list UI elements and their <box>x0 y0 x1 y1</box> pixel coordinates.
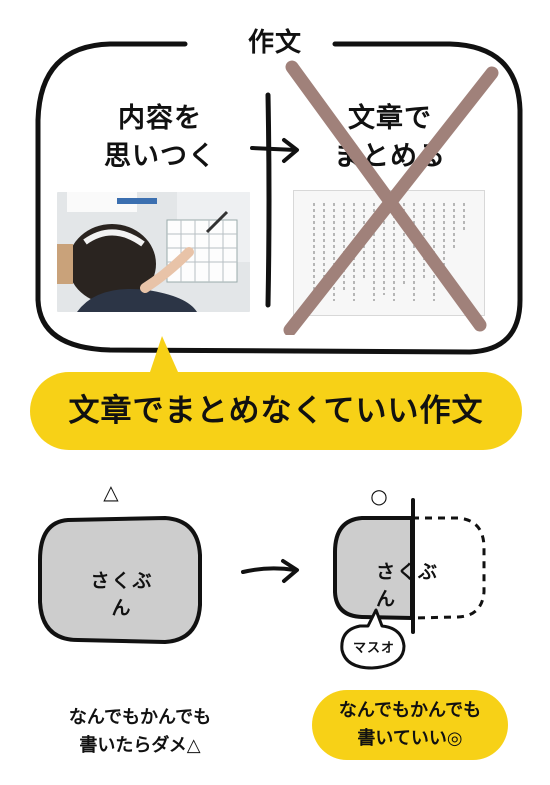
arrow-shaft <box>250 146 298 152</box>
arrow-head <box>282 138 299 163</box>
panel-right-line1: 文章で <box>348 103 432 134</box>
outer-frame <box>35 41 523 355</box>
arrow-bottom-shaft <box>241 566 297 574</box>
child-writing-photo <box>57 192 250 312</box>
panel-left-line1: 内容を <box>118 103 202 134</box>
blob-left-label: さくぶん <box>90 570 154 619</box>
panel-left-label: 内容を 思いつく <box>75 100 245 176</box>
cross-stroke-2 <box>283 66 499 335</box>
photo-illustration <box>57 192 250 312</box>
banner-background <box>30 372 522 450</box>
mascot-label: マスオ <box>352 641 395 656</box>
banner-tail <box>150 336 178 372</box>
banner-text: 文章でまとめなくていい作文 <box>68 393 484 429</box>
caption-right: なんでもかんでも 書いていい◎ <box>312 697 508 753</box>
caption-left-line2: 書いたらダメ△ <box>79 735 201 756</box>
cross-mark <box>283 60 499 335</box>
caption-right-pill <box>312 690 508 760</box>
mascot-bubble <box>340 608 406 670</box>
caption-right-line1: なんでもかんでも <box>338 700 482 721</box>
left-symbol: △ <box>103 480 119 504</box>
cross-stroke-1 <box>285 60 487 332</box>
blob-right-label: さくぶん <box>376 561 440 610</box>
blob-right-shape <box>333 516 414 620</box>
blob-left-shape <box>38 516 202 644</box>
arrow-bottom-head <box>281 559 299 583</box>
blob-right-dashed <box>411 516 486 620</box>
caption-left-line1: なんでもかんでも <box>68 707 212 728</box>
caption-right-line2: 書いていい◎ <box>357 728 463 749</box>
page-title: 作文 <box>247 28 302 58</box>
right-symbol: ○ <box>370 484 388 508</box>
panel-left-line2: 思いつく <box>104 141 216 172</box>
caption-left: なんでもかんでも 書いたらダメ△ <box>40 704 240 760</box>
panel-divider <box>265 92 272 308</box>
